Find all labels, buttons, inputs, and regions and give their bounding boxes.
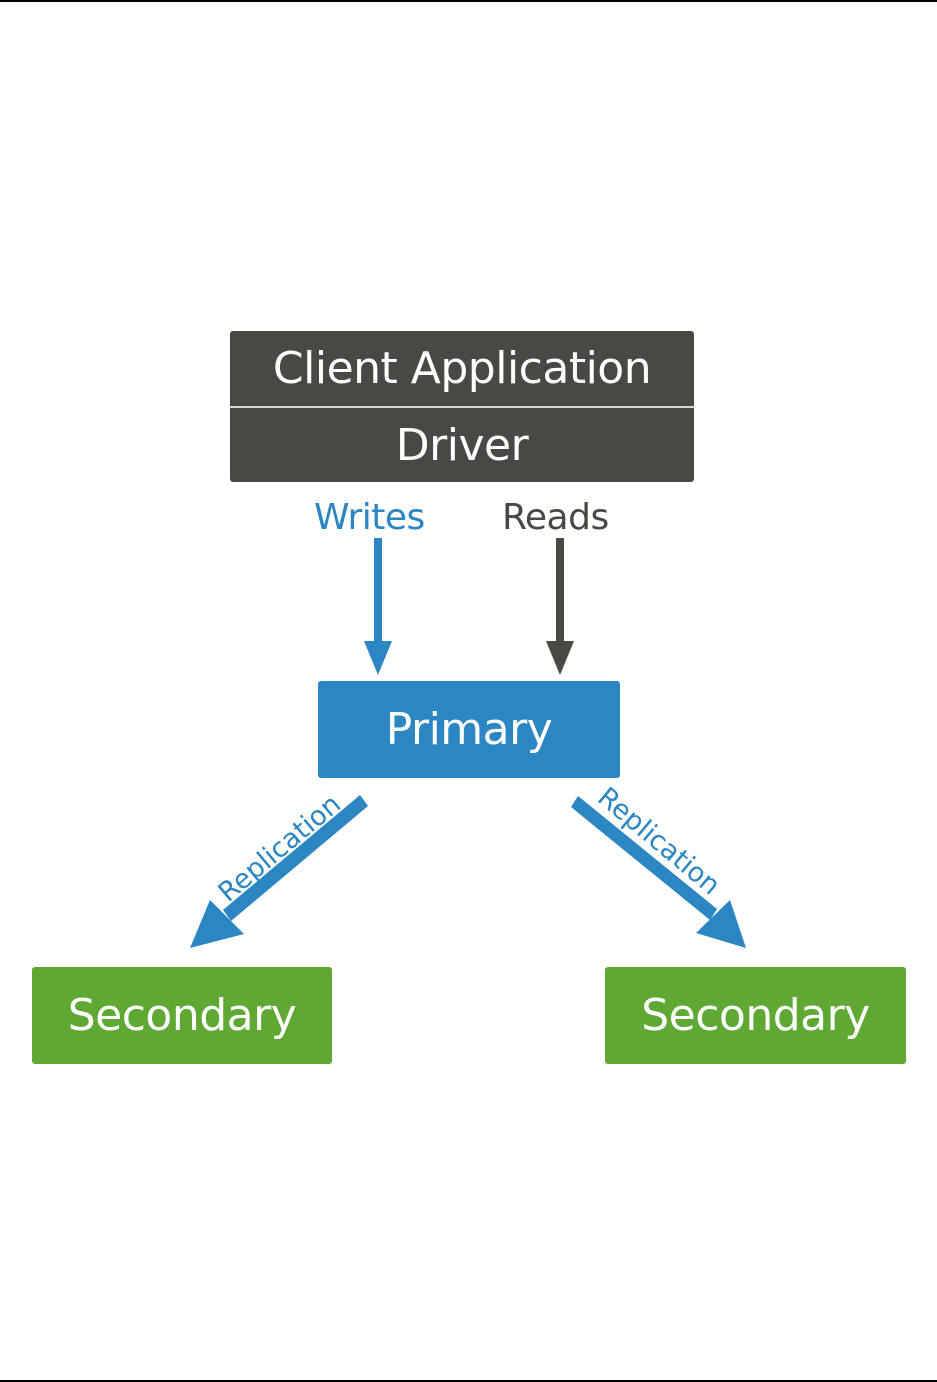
client-application-box: Client Application Driver bbox=[230, 331, 694, 482]
client-application-label: Client Application bbox=[272, 343, 652, 394]
top-border bbox=[0, 0, 937, 2]
replication-arrow-left: Replication bbox=[190, 789, 368, 948]
reads-label: Reads bbox=[502, 497, 609, 538]
writes-label: Writes bbox=[314, 497, 425, 538]
replication-label-right: Replication bbox=[592, 782, 726, 902]
replication-label-left: Replication bbox=[213, 789, 347, 909]
replication-arrow-right: Replication bbox=[571, 782, 746, 948]
client-driver-divider bbox=[230, 406, 694, 408]
primary-node: Primary bbox=[318, 681, 620, 778]
reads-arrow bbox=[546, 538, 574, 675]
writes-arrow bbox=[364, 538, 392, 675]
secondary-node-left: Secondary bbox=[32, 967, 332, 1064]
driver-label: Driver bbox=[395, 419, 529, 471]
secondary-node-right: Secondary bbox=[605, 967, 906, 1064]
primary-label: Primary bbox=[385, 704, 553, 755]
secondary-right-label: Secondary bbox=[641, 990, 870, 1041]
bottom-border bbox=[0, 1380, 937, 1382]
secondary-left-label: Secondary bbox=[67, 990, 297, 1041]
